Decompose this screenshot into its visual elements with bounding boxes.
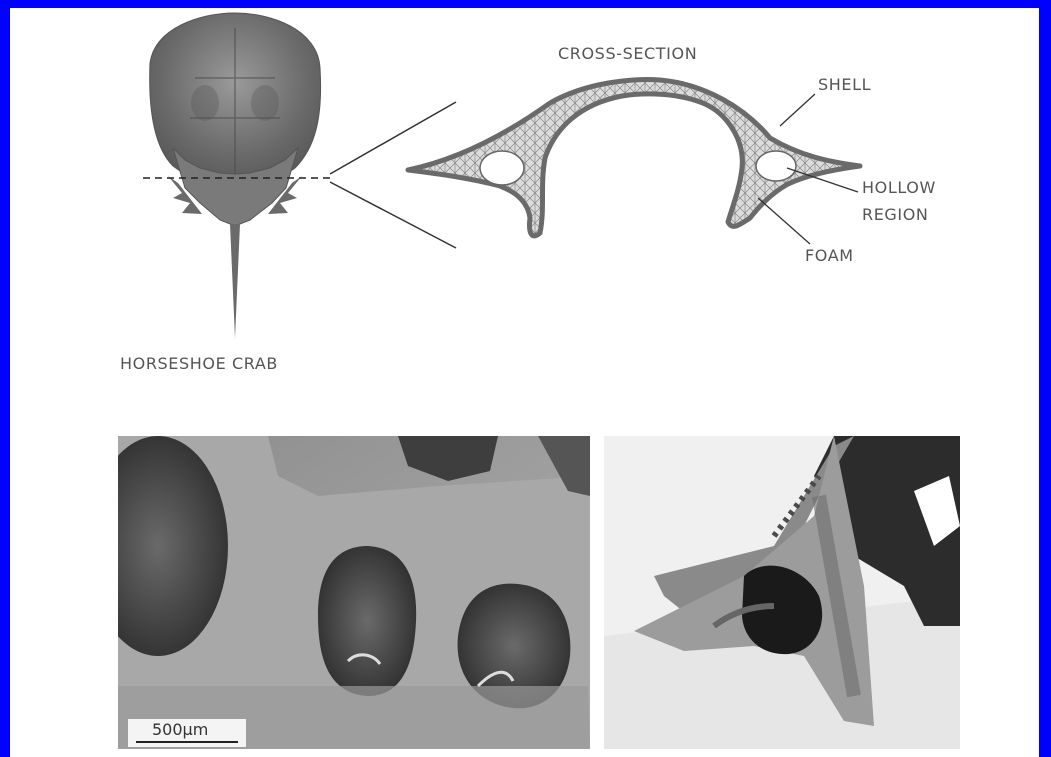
- horseshoe-crab-illustration: [150, 13, 321, 338]
- hollow-region-right: [756, 151, 796, 181]
- cross-section-label: CROSS-SECTION: [558, 44, 697, 63]
- scale-bar-line: [136, 741, 238, 743]
- crab-tail: [230, 224, 240, 338]
- figure-panel: CROSS-SECTION SHELL HOLLOW REGION FOAM H…: [10, 8, 1039, 757]
- scale-bar: 500μm: [128, 719, 246, 747]
- sem-micrograph: [118, 436, 590, 749]
- zoom-line-bottom: [330, 182, 456, 248]
- horseshoe-crab-label: HORSESHOE CRAB: [120, 354, 278, 373]
- cross-section-shape: [408, 80, 860, 236]
- foam-label: FOAM: [805, 246, 854, 265]
- shell-label: SHELL: [818, 75, 871, 94]
- hollow-region-label-line2: REGION: [862, 205, 929, 224]
- printed-cross-section-photo: [604, 436, 960, 749]
- scale-bar-label: 500μm: [152, 720, 208, 739]
- foam-leader: [758, 198, 810, 244]
- shell-leader: [780, 94, 815, 126]
- hollow-region-left: [480, 151, 524, 185]
- hollow-region-label-line1: HOLLOW: [862, 178, 936, 197]
